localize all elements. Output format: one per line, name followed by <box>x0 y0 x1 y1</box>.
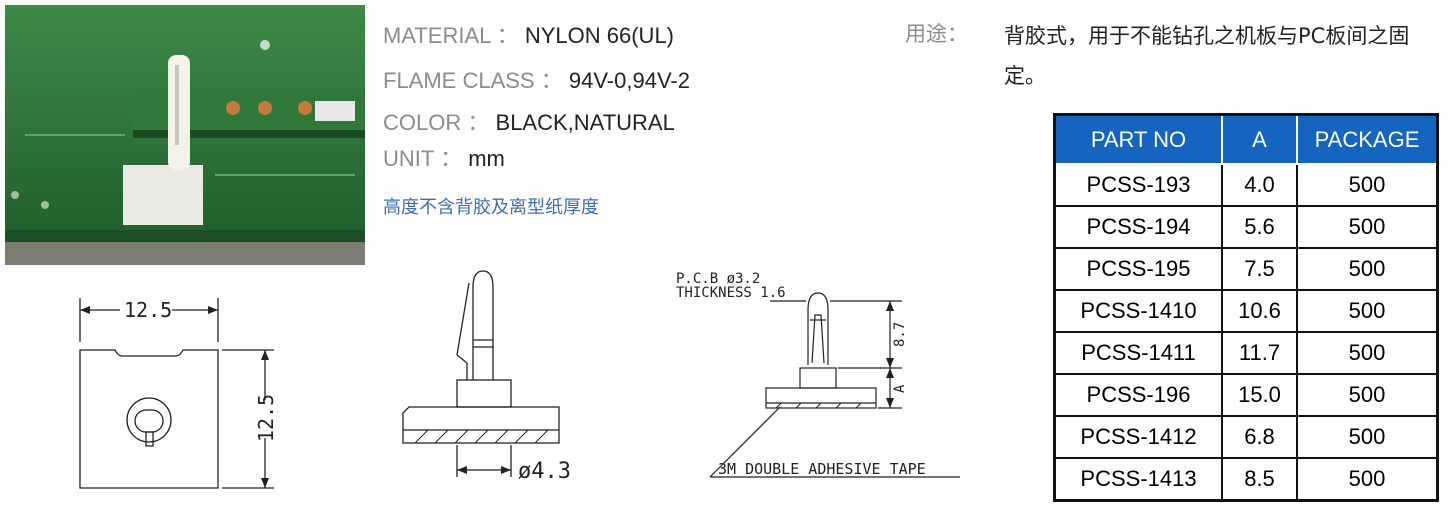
top-height-dim: 12.5 <box>254 394 278 442</box>
color-value: BLACK,NATURAL <box>495 110 675 135</box>
a-cell: 15.0 <box>1221 373 1298 417</box>
assembly-drawing: P.C.B ø3.2 THICKNESS 1.6 8.7 A 3M DOUBLE… <box>676 271 960 478</box>
usage-text: 背胶式，用于不能钻孔之机板与PC板间之固定。 <box>1004 24 1410 88</box>
package-cell: 500 <box>1296 205 1439 249</box>
height-note: 高度不含背胶及离型纸厚度 <box>383 197 599 218</box>
unit-spec: UNIT ： mm <box>383 141 505 173</box>
a-cell: 6.8 <box>1221 415 1298 459</box>
package-cell: 500 <box>1296 289 1439 333</box>
a-cell: 4.0 <box>1221 163 1298 207</box>
a-cell: 10.6 <box>1221 289 1298 333</box>
top-view-drawing: 12.5 12.5 <box>79 298 278 489</box>
tape-label: 3M DOUBLE ADHESIVE TAPE <box>718 460 926 478</box>
pcb-hole-label: P.C.B ø3.2 <box>676 271 760 287</box>
pcb-thickness-label: THICKNESS 1.6 <box>676 285 786 301</box>
package-cell: 500 <box>1296 247 1439 291</box>
flame-spec: FLAME CLASS ： 94V-0,94V-2 <box>383 63 690 95</box>
package-cell: 500 <box>1296 373 1439 417</box>
top-width-dim: 12.5 <box>124 298 172 322</box>
part-no-cell: PCSS-193 <box>1053 163 1223 207</box>
package-cell: 500 <box>1296 331 1439 375</box>
side-view-drawing: ø4.3 <box>402 270 571 484</box>
header-part-no: PART NO <box>1054 114 1223 165</box>
part-no-cell: PCSS-1413 <box>1053 457 1223 502</box>
color-spec: COLOR ： BLACK,NATURAL <box>383 105 675 137</box>
unit-sep: ： <box>440 146 463 171</box>
a-cell: 5.6 <box>1221 205 1298 249</box>
part-no-cell: PCSS-1411 <box>1053 331 1223 375</box>
part-no-cell: PCSS-196 <box>1053 373 1223 417</box>
part-no-cell: PCSS-194 <box>1053 205 1223 249</box>
unit-key: UNIT <box>383 146 434 171</box>
header-package: PACKAGE <box>1296 114 1438 165</box>
flame-sep: ： <box>540 68 563 93</box>
package-cell: 500 <box>1296 163 1439 207</box>
a-cell: 11.7 <box>1221 331 1298 375</box>
color-key: COLOR <box>383 110 462 135</box>
material-spec: MATERIAL ： NYLON 66(UL) <box>383 18 674 50</box>
flame-key: FLAME CLASS <box>383 68 535 93</box>
color-sep: ： <box>467 110 490 135</box>
header-a: A <box>1221 114 1298 165</box>
product-photo <box>5 5 365 265</box>
usage-label: 用途： <box>905 22 968 46</box>
material-key: MATERIAL <box>383 23 491 48</box>
unit-value: mm <box>468 146 505 171</box>
a-cell: 8.5 <box>1221 457 1298 502</box>
material-sep: ： <box>496 23 519 48</box>
package-cell: 500 <box>1296 457 1439 502</box>
flame-value: 94V-0,94V-2 <box>568 68 690 93</box>
part-no-cell: PCSS-1410 <box>1053 289 1223 333</box>
part-no-cell: PCSS-1412 <box>1053 415 1223 459</box>
assembly-height-dim: 8.7 <box>892 322 908 347</box>
package-cell: 500 <box>1296 415 1439 459</box>
a-cell: 7.5 <box>1221 247 1298 291</box>
material-value: NYLON 66(UL) <box>524 23 674 48</box>
table-header-row: PART NO A PACKAGE <box>1054 114 1438 165</box>
assembly-a-dim: A <box>892 384 908 393</box>
side-diameter-dim: ø4.3 <box>518 459 571 484</box>
part-no-cell: PCSS-195 <box>1053 247 1223 291</box>
